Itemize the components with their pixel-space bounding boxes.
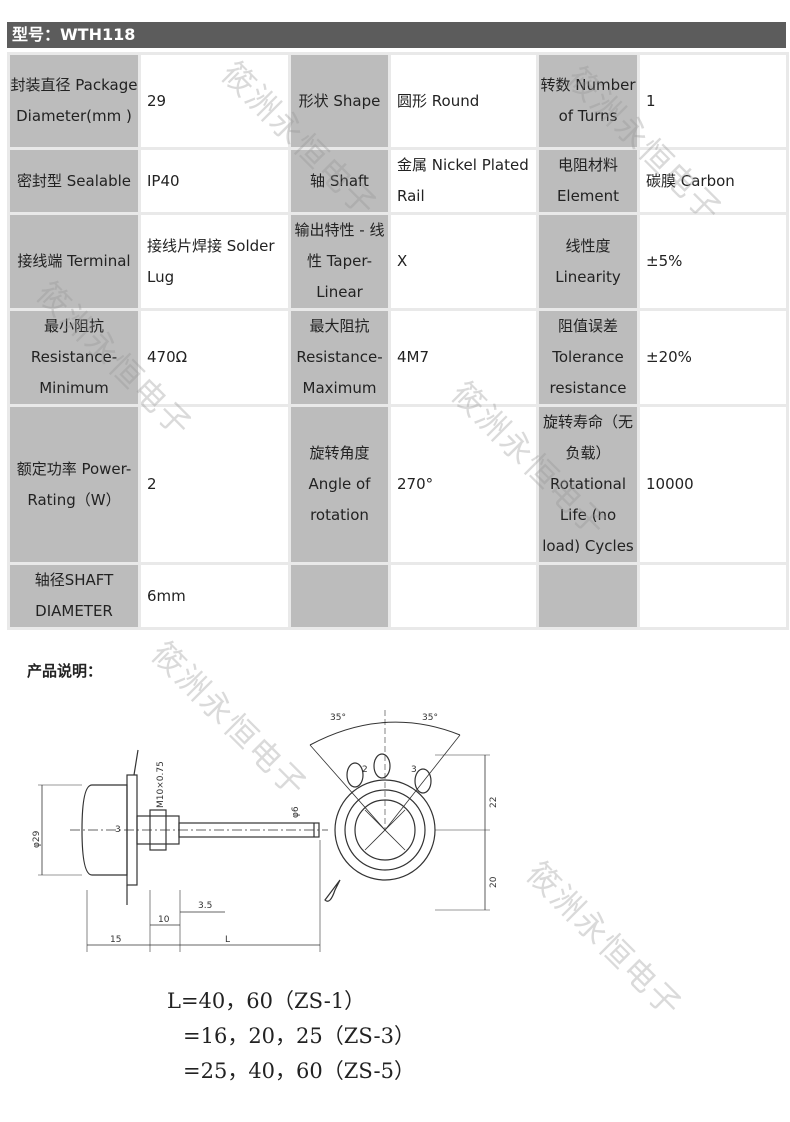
- spec-value: 470Ω: [141, 311, 288, 404]
- mounting-tab: [324, 879, 341, 902]
- terminal-lug: [346, 762, 364, 788]
- dim-label: 22: [489, 797, 499, 808]
- spec-value: [640, 565, 786, 627]
- dia-label: φ29: [32, 830, 42, 848]
- spec-value: 29: [141, 55, 288, 147]
- table-row: 额定功率 Power-Rating（W） 2 旋转角度 Angle of rot…: [10, 407, 786, 562]
- watermark: 筱洲永恒电子: [518, 854, 691, 1026]
- table-row: 封装直径 Package Diameter(mm ) 29 形状 Shape 圆…: [10, 55, 786, 147]
- spec-value: 4M7: [391, 311, 536, 404]
- dim-label: 20: [489, 876, 499, 888]
- spec-label: 轴 Shaft: [291, 150, 388, 212]
- spec-value: 碳膜 Carbon: [640, 150, 786, 212]
- spec-label: 接线端 Terminal: [10, 215, 138, 308]
- spec-label: 最大阻抗 Resistance-Maximum: [291, 311, 388, 404]
- spec-label: 电阻材料 Element: [539, 150, 637, 212]
- formula-line: =16，20，25（ZS-3）: [183, 1024, 415, 1048]
- dim-label: L: [225, 935, 230, 945]
- angle-label: 35°: [330, 713, 346, 723]
- spec-label: 输出特性 - 线性 Taper-Linear: [291, 215, 388, 308]
- lug-top: [133, 749, 139, 776]
- spec-label: 线性度 Linearity: [539, 215, 637, 308]
- body-side-view: [81, 784, 128, 876]
- table-row: 密封型 Sealable IP40 轴 Shaft 金属 Nickel Plat…: [10, 150, 786, 212]
- technical-drawing: 35° 35° 2 3 3 M10×0.75 φ29 φ6 22 20 3.5 …: [32, 710, 499, 952]
- dim-label: 3.5: [198, 901, 212, 911]
- spec-label: 旋转寿命（无负载）Rotational Life (no load) Cycle…: [539, 407, 637, 562]
- model-title: 型号：WTH118: [12, 25, 136, 44]
- table-row: 轴径SHAFT DIAMETER 6mm: [10, 565, 786, 627]
- terminal-lug: [373, 753, 391, 779]
- spec-value: ±5%: [640, 215, 786, 308]
- spec-value: [391, 565, 536, 627]
- spec-label: 阻值误差 Tolerance resistance: [539, 311, 637, 404]
- spec-label: 额定功率 Power-Rating（W）: [10, 407, 138, 562]
- spec-value: 6mm: [141, 565, 288, 627]
- spec-value: ±20%: [640, 311, 786, 404]
- terminal-lug: [414, 768, 432, 794]
- spec-label: 封装直径 Package Diameter(mm ): [10, 55, 138, 147]
- thread-label: M10×0.75: [156, 761, 166, 808]
- spec-label: 形状 Shape: [291, 55, 388, 147]
- pin-label: 3: [411, 765, 417, 775]
- spec-label: [539, 565, 637, 627]
- spec-table: 封装直径 Package Diameter(mm ) 29 形状 Shape 圆…: [7, 52, 789, 630]
- spec-value: 1: [640, 55, 786, 147]
- spec-value: 2: [141, 407, 288, 562]
- angle-label: 35°: [422, 713, 438, 723]
- pin-label: 3: [115, 825, 121, 835]
- spec-value: IP40: [141, 150, 288, 212]
- shaft-circle: [354, 799, 416, 861]
- dim-label: 10: [158, 915, 170, 925]
- spec-label: [291, 565, 388, 627]
- section-heading: 产品说明：: [27, 662, 103, 680]
- spec-label: 密封型 Sealable: [10, 150, 138, 212]
- table-row: 最小阻抗 Resistance-Minimum 470Ω 最大阻抗 Resist…: [10, 311, 786, 404]
- formula-line: =25，40，60（ZS-5）: [183, 1059, 415, 1083]
- spec-value: 270°: [391, 407, 536, 562]
- spec-label: 最小阻抗 Resistance-Minimum: [10, 311, 138, 404]
- inner-ring: [344, 789, 426, 871]
- spec-value: 金属 Nickel Plated Rail: [391, 150, 536, 212]
- pin-label: 2: [362, 765, 368, 775]
- table-row: 接线端 Terminal 接线片焊接 Solder Lug 输出特性 - 线性 …: [10, 215, 786, 308]
- spec-label: 轴径SHAFT DIAMETER: [10, 565, 138, 627]
- model-title-bar: 型号：WTH118: [7, 22, 786, 48]
- spec-value: 接线片焊接 Solder Lug: [141, 215, 288, 308]
- spec-value: 10000: [640, 407, 786, 562]
- spec-value: 圆形 Round: [391, 55, 536, 147]
- spec-value: X: [391, 215, 536, 308]
- dia-label: φ6: [291, 806, 301, 818]
- spec-label: 旋转角度 Angle of rotation: [291, 407, 388, 562]
- formula-line: L=40，60（ZS-1）: [167, 989, 366, 1013]
- dim-label: 15: [110, 935, 121, 945]
- spec-label: 转数 Number of Turns: [539, 55, 637, 147]
